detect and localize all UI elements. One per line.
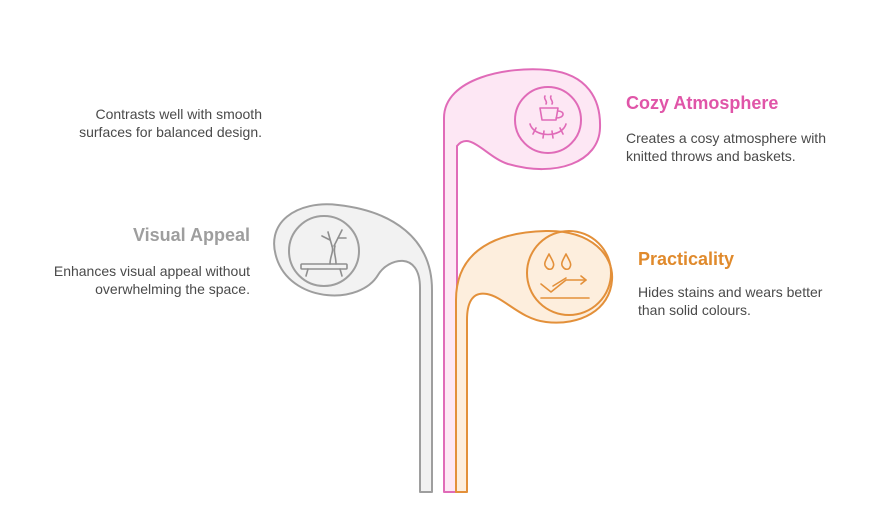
coffee-croissant-icon [529, 95, 567, 139]
drops-and-chart-icon [540, 253, 590, 299]
cozy-atmosphere-icon-circle [514, 86, 582, 154]
cozy-atmosphere-title: Cozy Atmosphere [626, 93, 779, 113]
practicality-title: Practicality [638, 249, 735, 269]
practicality-icon-circle [526, 230, 612, 316]
practicality-stem [455, 229, 614, 493]
cozy-atmosphere-description: Creates a cosy atmosphere with knitted t… [626, 130, 826, 164]
practicality-description: Hides stains and wears better than solid… [638, 284, 823, 318]
visual-appeal-title: Visual Appeal [132, 225, 250, 245]
table-with-branches-icon [300, 229, 348, 277]
visual-appeal-stem [273, 203, 433, 493]
visual-appeal-description: Enhances visual appeal without overwhelm… [53, 263, 250, 297]
top-left-description: Contrasts well with smooth surfaces for … [79, 106, 262, 140]
cozy-atmosphere-stem [443, 68, 602, 493]
visual-appeal-icon-circle [288, 215, 360, 287]
